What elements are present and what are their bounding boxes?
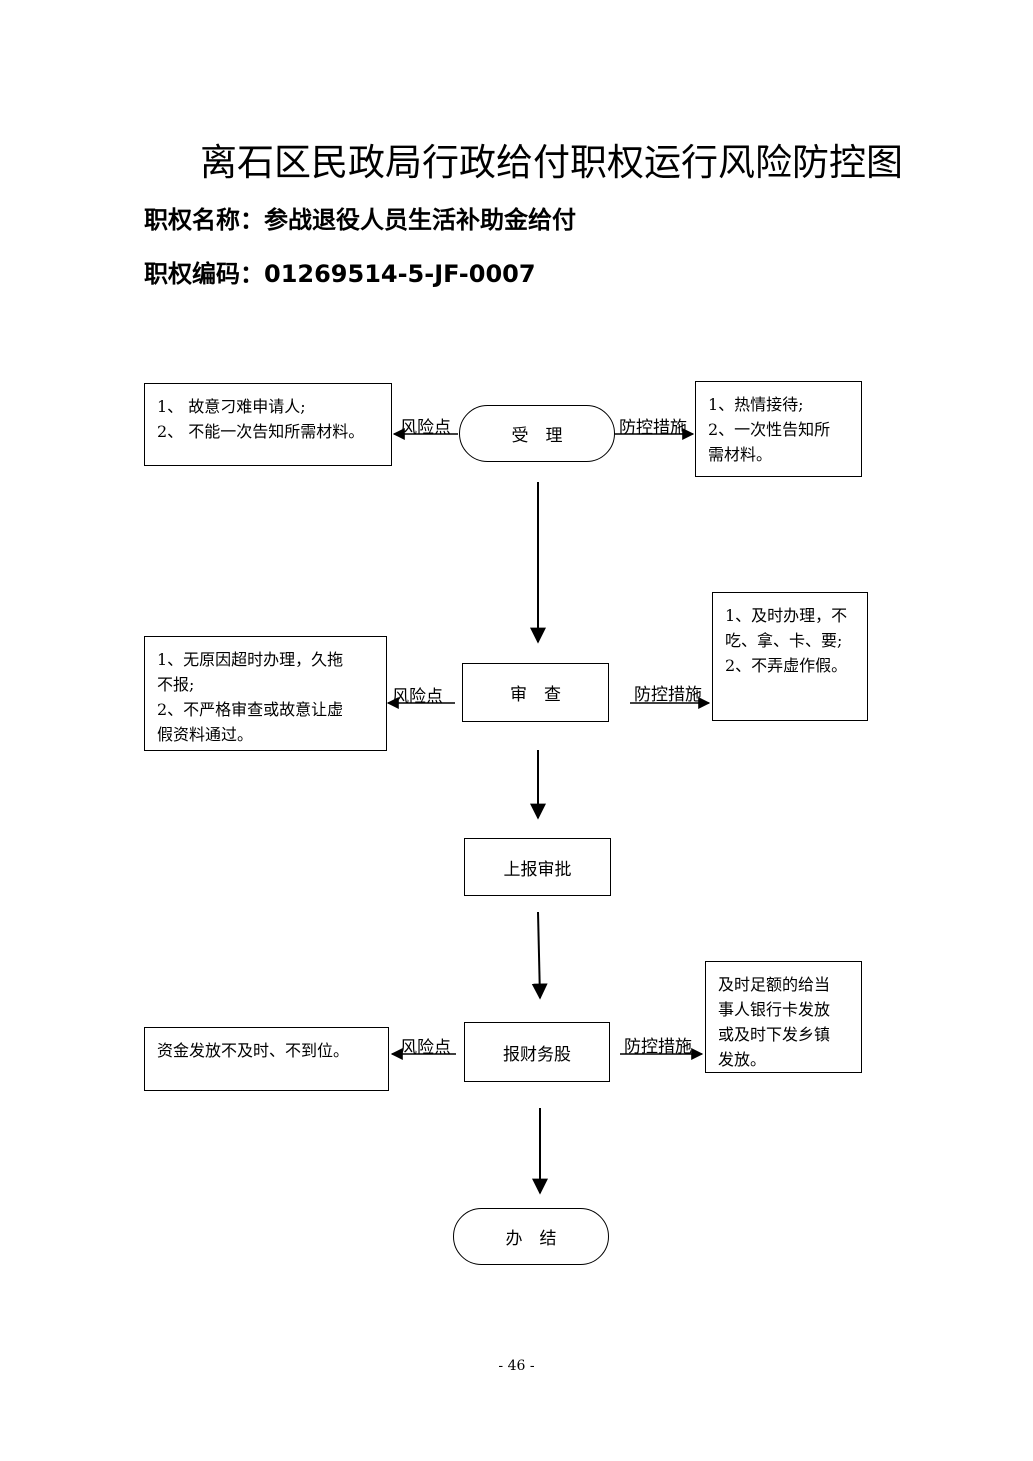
power-name-label: 职权名称：: [144, 206, 264, 234]
control-line: 吃、拿、卡、要;: [725, 631, 843, 650]
control-line: 及时足额的给当: [718, 975, 831, 994]
control-line: 需材料。: [708, 445, 773, 464]
power-code-value: 01269514-5-JF-0007: [264, 260, 536, 288]
step-complete: 办 结: [453, 1208, 609, 1265]
risk-label-finance: 风险点: [400, 1038, 451, 1058]
step-review: 审 查: [462, 663, 609, 722]
risk-box-review: 1、无原因超时办理，久拖 不报; 2、不严格审查或故意让虚 假资料通过。: [144, 636, 387, 751]
control-line: 发放。: [718, 1050, 767, 1069]
control-box-finance: 及时足额的给当 事人银行卡发放 或及时下发乡镇 发放。: [705, 961, 862, 1073]
step-finance: 报财务股: [464, 1022, 610, 1082]
control-line: 1、及时办理，不: [725, 606, 848, 625]
step-review-label: 审 查: [510, 685, 561, 705]
control-line: 或及时下发乡镇: [718, 1025, 831, 1044]
risk-line: 不报;: [157, 675, 195, 694]
power-name-row: 职权名称：参战退役人员生活补助金给付: [144, 200, 576, 235]
power-name-value: 参战退役人员生活补助金给付: [264, 206, 576, 234]
control-line: 2、一次性告知所: [708, 420, 831, 439]
risk-box-accept: 1、 故意刁难申请人; 2、 不能一次告知所需材料。: [144, 383, 392, 466]
control-box-review: 1、及时办理，不 吃、拿、卡、要; 2、不弄虚作假。: [712, 592, 868, 721]
risk-line: 资金发放不及时、不到位。: [157, 1041, 350, 1060]
risk-line: 假资料通过。: [157, 725, 254, 744]
control-line: 1、热情接待;: [708, 395, 804, 414]
risk-line: 1、 故意刁难申请人;: [157, 397, 306, 416]
step-submit-approval-label: 上报审批: [503, 859, 572, 880]
step-accept-label: 受 理: [511, 426, 563, 446]
control-line: 2、不弄虚作假。: [725, 656, 848, 675]
step-accept: 受 理: [459, 405, 615, 462]
control-label-review: 防控措施: [634, 685, 702, 705]
page-number: - 46 -: [498, 1358, 535, 1374]
risk-line: 2、 不能一次告知所需材料。: [157, 422, 365, 441]
step-submit-approval: 上报审批: [464, 838, 611, 896]
power-code-row: 职权编码：01269514-5-JF-0007: [144, 254, 536, 289]
control-box-accept: 1、热情接待; 2、一次性告知所 需材料。: [695, 381, 862, 477]
risk-label-accept: 风险点: [400, 418, 451, 438]
control-label-accept: 防控措施: [619, 418, 687, 438]
power-code-label: 职权编码：: [144, 260, 264, 288]
step-complete-label: 办 结: [505, 1229, 557, 1249]
risk-box-finance: 资金发放不及时、不到位。: [144, 1027, 389, 1091]
control-label-finance: 防控措施: [624, 1037, 692, 1057]
control-line: 事人银行卡发放: [718, 1000, 831, 1019]
risk-line: 2、不严格审查或故意让虚: [157, 700, 344, 719]
flow-arrow-3: [531, 911, 548, 1000]
step-finance-label: 报财务股: [503, 1044, 571, 1065]
risk-line: 1、无原因超时办理，久拖: [157, 650, 344, 669]
risk-label-review: 风险点: [392, 687, 443, 707]
page-title: 离石区民政局行政给付职权运行风险防控图: [200, 141, 903, 184]
